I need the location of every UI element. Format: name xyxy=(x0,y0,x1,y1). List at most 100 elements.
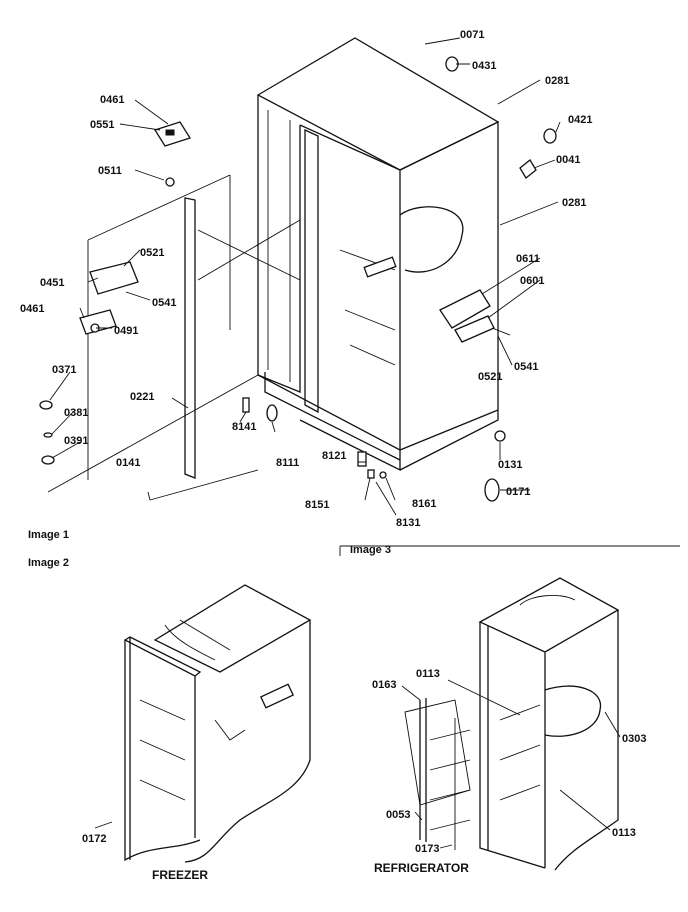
freezer-shelves xyxy=(139,699,186,801)
freezer-tubing xyxy=(164,619,231,661)
leader-lines-image3 xyxy=(401,679,621,849)
hinge-plate-mid xyxy=(89,261,139,295)
cabinet-right-side xyxy=(399,120,499,471)
spring-8151 xyxy=(367,469,375,479)
left-panel-outline xyxy=(87,174,231,480)
callout-0421: 0421 xyxy=(568,114,592,126)
cabinet-front-opening xyxy=(299,124,401,472)
shelf-studs xyxy=(429,729,471,831)
callout-0541-left: 0541 xyxy=(152,297,176,309)
freezer-door-top xyxy=(123,636,202,677)
clip-8121 xyxy=(357,451,367,467)
callout-8141: 8141 xyxy=(232,421,256,433)
shelf-outline xyxy=(404,699,471,806)
callout-0281-mid: 0281 xyxy=(562,197,586,209)
callout-0281-top: 0281 xyxy=(545,75,569,87)
roller-assembly xyxy=(39,400,55,465)
refrigerator-right-side xyxy=(554,610,619,871)
refrigerator-duct xyxy=(544,685,602,737)
grommet-right xyxy=(543,128,557,144)
refrigerator-fan-housing xyxy=(519,594,576,606)
clip-8141 xyxy=(242,397,250,413)
roller-wheel xyxy=(41,455,55,465)
callout-0113-bottom: 0113 xyxy=(612,827,636,839)
panel-bottom-line xyxy=(47,374,259,493)
hinge-bushing xyxy=(165,177,175,187)
refrigerator-view: 0113 0163 0303 0053 0113 0173 REFRIGERAT… xyxy=(372,577,646,875)
freezer-top xyxy=(153,584,312,673)
leader-lines-image1 xyxy=(49,37,561,516)
callout-0541-right: 0541 xyxy=(514,361,538,373)
freezer-right-side xyxy=(184,620,311,863)
callout-0303: 0303 xyxy=(622,733,646,745)
freezer-left-edge xyxy=(124,640,201,862)
cabinet-exploded-view: 0071 0431 0281 0461 0551 0421 0041 0511 … xyxy=(20,29,592,529)
callout-0163: 0163 xyxy=(372,679,396,691)
middle-hinge-assembly xyxy=(79,261,139,335)
callout-0113-top: 0113 xyxy=(416,668,440,680)
top-hinge-assembly xyxy=(154,121,191,187)
cabinet-top-panel xyxy=(256,37,500,171)
caption-image-1: Image 1 xyxy=(28,529,69,541)
cabinet-left-wall xyxy=(257,95,301,393)
callout-0521-left: 0521 xyxy=(140,247,164,259)
refrigerator-rails xyxy=(499,704,541,801)
right-side-parts xyxy=(439,56,557,502)
callout-8111: 8111 xyxy=(276,457,299,469)
callout-8151: 8151 xyxy=(305,499,329,511)
caption-image-3: Image 3 xyxy=(350,544,391,556)
callout-0371: 0371 xyxy=(52,364,76,376)
callout-0141: 0141 xyxy=(116,457,140,469)
tube-fitting xyxy=(519,159,537,179)
damper-bracket xyxy=(363,256,397,278)
callout-0521-right: 0521 xyxy=(478,371,502,383)
freezer-door-edges xyxy=(129,637,196,860)
freezer-view: 0172 FREEZER xyxy=(82,584,312,882)
callout-0172: 0172 xyxy=(82,833,106,845)
callout-0461-top: 0461 xyxy=(100,94,124,106)
air-duct-outline xyxy=(399,206,464,273)
cam-8111 xyxy=(266,404,278,422)
callout-0451: 0451 xyxy=(40,277,64,289)
callout-0391: 0391 xyxy=(64,435,88,447)
callout-0601: 0601 xyxy=(520,275,544,287)
panel-cross-lines xyxy=(197,219,301,281)
image-divider xyxy=(339,545,680,556)
cabinet-bottom-edge xyxy=(257,374,499,451)
callout-8161: 8161 xyxy=(412,498,436,510)
callout-0071: 0071 xyxy=(460,29,484,41)
cover-plate xyxy=(439,289,491,329)
refrigerator-top xyxy=(478,577,620,653)
hinge-pin-top xyxy=(165,129,175,136)
callout-0461-bottom: 0461 xyxy=(20,303,44,315)
callout-0491: 0491 xyxy=(114,325,138,337)
callout-0431: 0431 xyxy=(472,60,496,72)
center-mullion xyxy=(304,128,319,414)
door-shelf-bracket xyxy=(419,698,427,842)
freezer-caption: FREEZER xyxy=(152,868,208,882)
callout-0173: 0173 xyxy=(415,843,439,855)
bottom-parts xyxy=(242,397,387,479)
caption-image-2: Image 2 xyxy=(28,557,69,569)
plug-button xyxy=(494,430,506,442)
cabinet-base xyxy=(264,372,401,461)
refrigerator-door-edges xyxy=(487,626,546,868)
freezer-bracket xyxy=(214,719,246,741)
refrigerator-left-edge xyxy=(479,622,546,869)
door-trim-strip xyxy=(184,197,196,479)
refrigerator-caption: REFRIGERATOR xyxy=(374,861,469,875)
roller-cap xyxy=(39,400,53,410)
callout-0511: 0511 xyxy=(98,165,122,177)
screw-8161 xyxy=(379,471,387,479)
callout-0221: 0221 xyxy=(130,391,154,403)
cover-bracket xyxy=(454,315,495,343)
callout-0171: 0171 xyxy=(506,486,530,498)
callout-0551: 0551 xyxy=(90,119,114,131)
callout-0041: 0041 xyxy=(556,154,580,166)
callout-0131: 0131 xyxy=(498,459,522,471)
washer xyxy=(43,432,53,438)
callout-0381: 0381 xyxy=(64,407,88,419)
callout-8131: 8131 xyxy=(396,517,420,529)
